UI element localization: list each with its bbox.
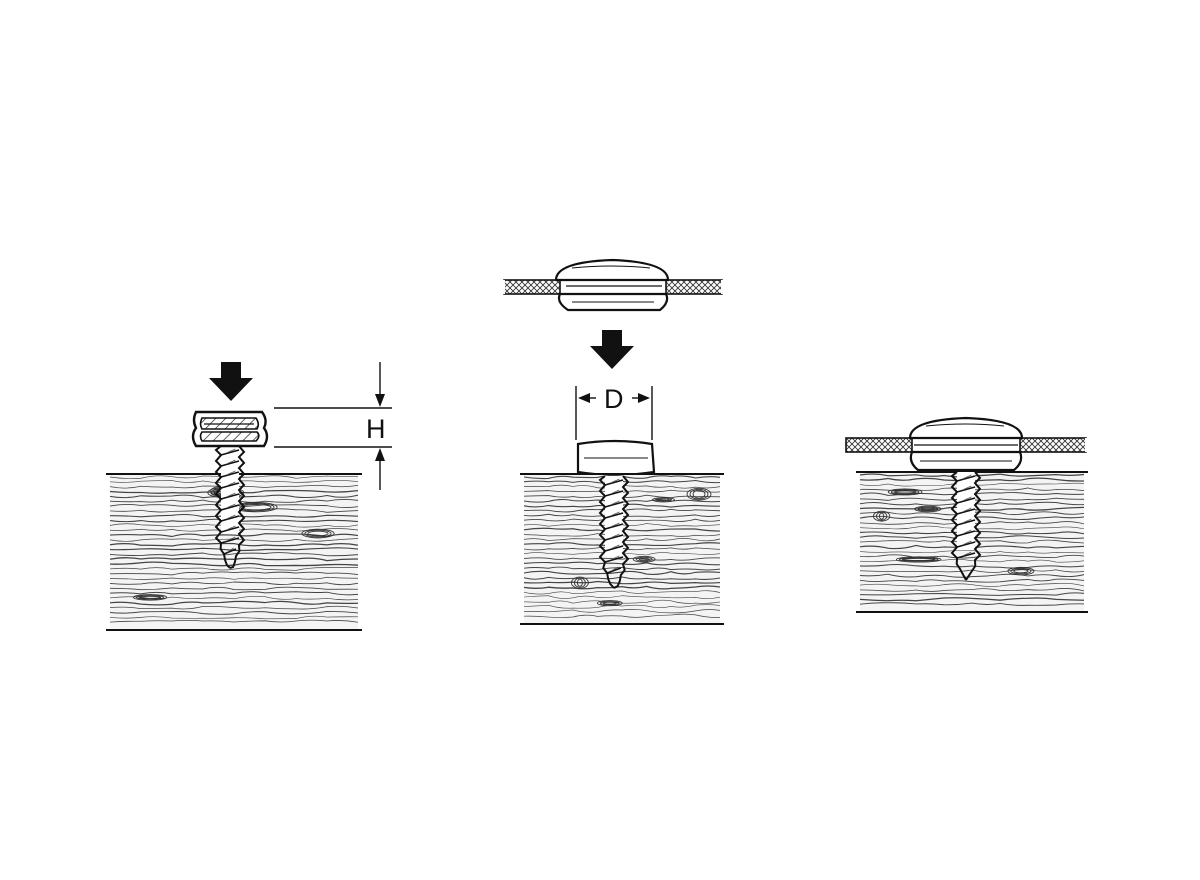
snap-cap-icon [554,258,670,312]
screw-icon [598,475,630,589]
dimension-label-d: D [604,384,624,414]
snap-cap-icon [908,416,1024,472]
step-1-group: H [106,362,392,631]
screw-icon [950,471,982,581]
screw-icon [214,445,246,569]
snap-stud-icon [576,439,656,477]
fabric-panel-icon [503,279,723,295]
snap-stud-icon [191,410,269,448]
dimension-label-h: H [366,414,386,444]
diameter-dimension: D [575,384,653,440]
step-2-group: D [503,258,724,625]
step-3-group [845,416,1088,613]
down-arrow-icon [590,330,634,369]
fabric-panel-icon [845,437,1087,453]
down-arrow-icon [209,362,253,401]
height-dimension: H [274,362,392,490]
